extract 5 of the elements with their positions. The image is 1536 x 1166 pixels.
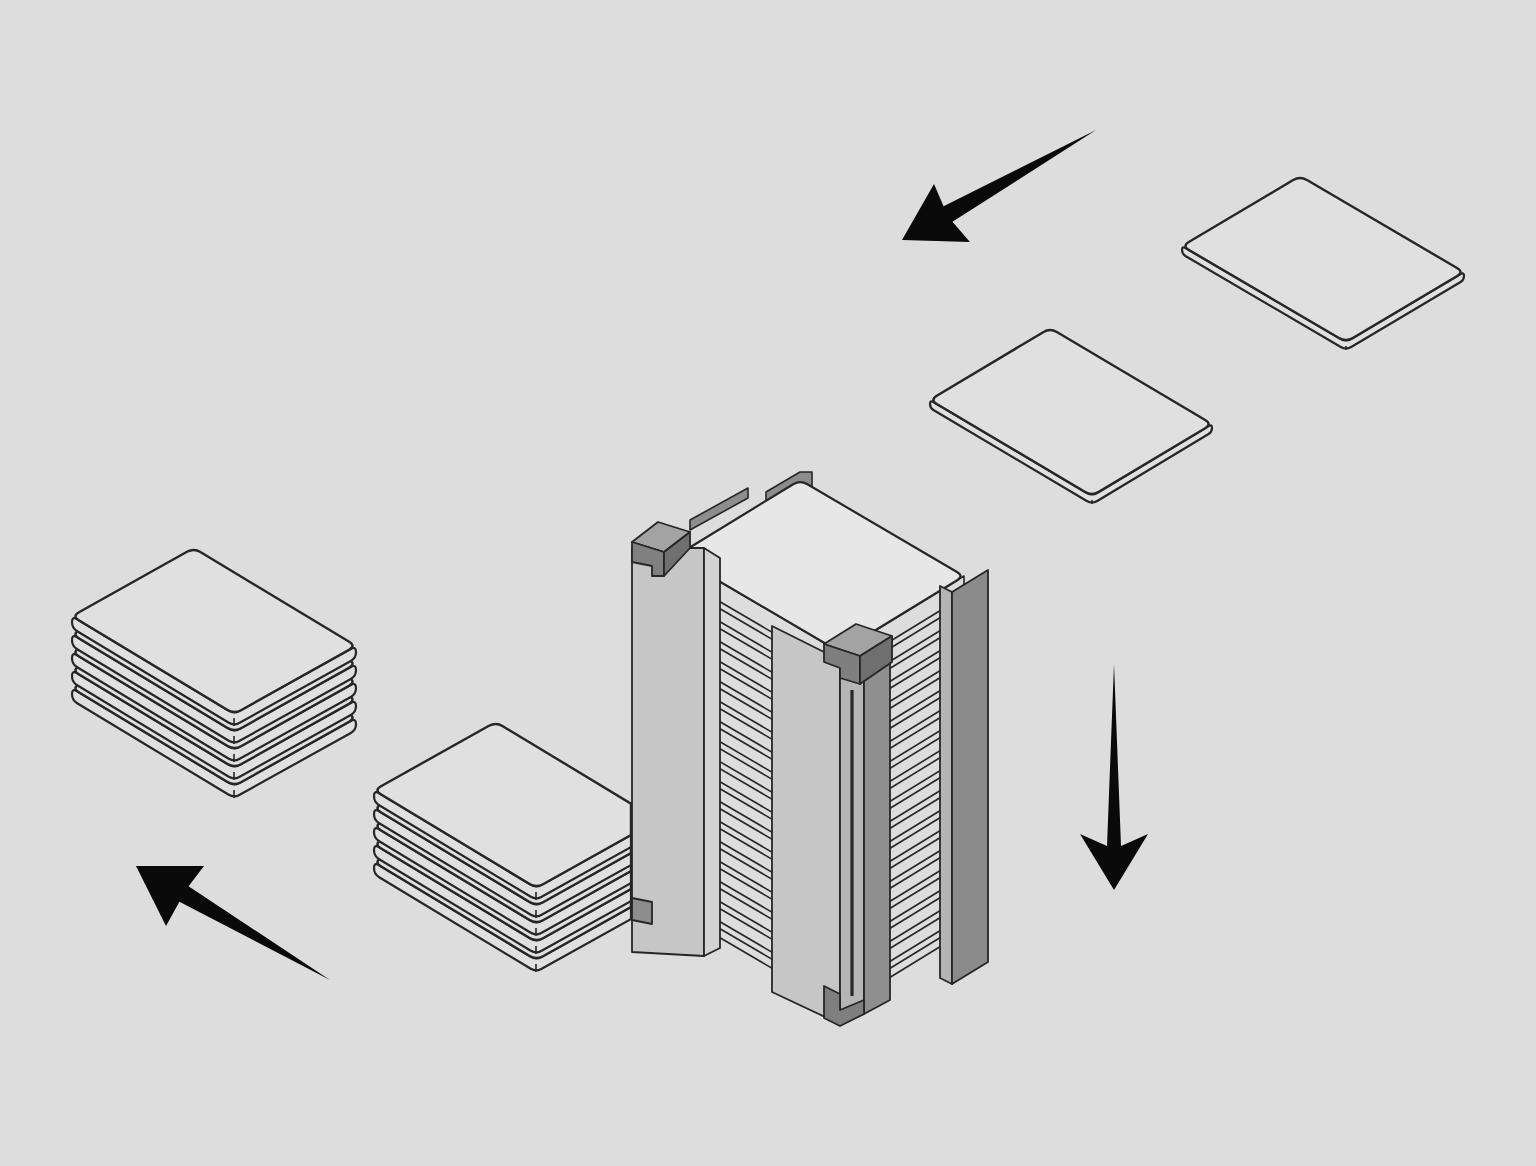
- plate-stacking-rack: [631, 471, 989, 1027]
- plate-stack: [372, 722, 633, 973]
- plate: [1180, 176, 1466, 351]
- plate-stack: [70, 548, 358, 799]
- plate: [928, 328, 1214, 505]
